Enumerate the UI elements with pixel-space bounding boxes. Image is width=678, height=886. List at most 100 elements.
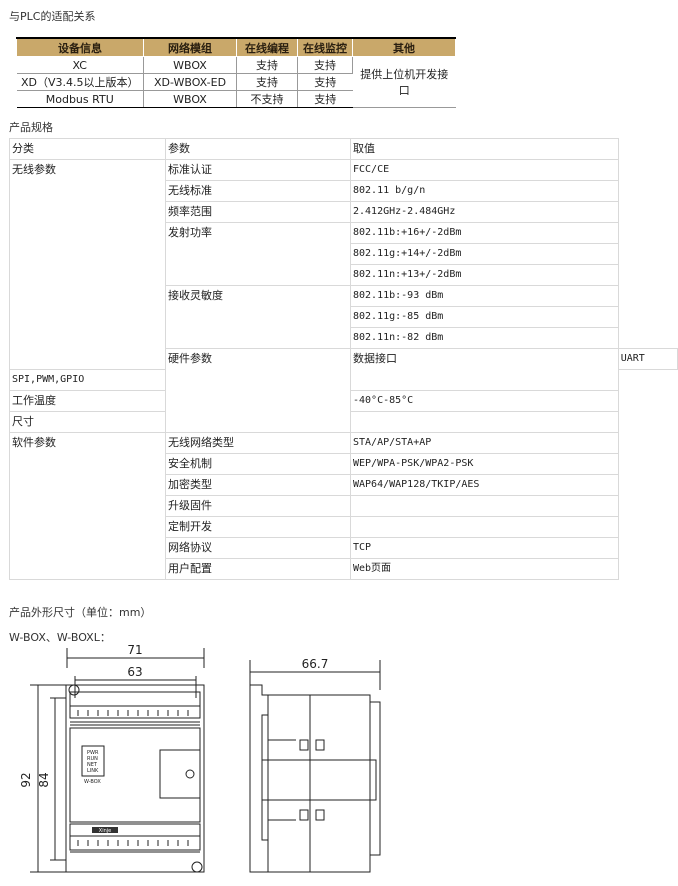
value-cell: STA/AP/STA+AP	[350, 432, 619, 454]
table-row: 工作温度 -40°C-85°C	[9, 390, 678, 412]
compat-header: 设备信息	[16, 37, 144, 57]
param-cell: 标准认证	[165, 159, 351, 181]
table-row: 无线参数 标准认证 FCC/CE	[9, 159, 678, 370]
header-cell: 参数	[165, 138, 351, 160]
port-cover	[159, 749, 201, 799]
cell: 支持	[236, 73, 298, 91]
dim-text-84: 84	[37, 772, 51, 787]
value-cell: -40°C-85°C	[350, 390, 619, 412]
dims-models: W-BOX、W-BOXL：	[9, 631, 111, 644]
compat-header: 在线监控	[297, 37, 353, 57]
dim-text-71: 71	[127, 643, 142, 657]
table-row: 网络协议 TCP	[10, 537, 678, 559]
table-row: 软件参数 无线网络类型 STA/AP/STA+AP	[9, 432, 678, 580]
led-label: PWR	[87, 750, 99, 756]
value-cell: TCP	[350, 537, 619, 559]
value-cell: 802.11n:-82 dBm	[350, 327, 619, 349]
group-cell: 无线参数	[9, 159, 166, 370]
cell: 支持	[297, 73, 353, 91]
param-cell: 数据接口	[350, 348, 619, 391]
table-row: 硬件参数 数据接口 UART	[10, 348, 678, 433]
group-cell: 软件参数	[9, 432, 166, 580]
param-cell: 安全机制	[165, 453, 351, 475]
table-row: 尺寸	[9, 411, 678, 433]
compat-header: 网络模组	[143, 37, 237, 57]
dim-text-92: 92	[19, 772, 33, 787]
param-cell: 加密类型	[165, 474, 351, 496]
value-cell: 802.11b:+16+/-2dBm	[350, 222, 619, 244]
cell: 不支持	[236, 90, 298, 108]
mount-hole	[68, 684, 80, 696]
value-cell	[350, 516, 619, 538]
table-row: 用户配置 Web页面	[10, 558, 678, 580]
table-row: XD（V3.4.5以上版本） XD-WBOX-ED 支持 支持	[16, 73, 456, 91]
param-cell: 定制开发	[165, 516, 351, 538]
cell: 支持	[236, 56, 298, 74]
value-cell: FCC/CE	[350, 159, 619, 181]
table-row: XC WBOX 支持 支持 提供上位机开发接口	[16, 56, 456, 108]
value-cell: 802.11g:-85 dBm	[350, 306, 619, 328]
spec-table: 分类 参数 取值 无线参数 标准认证 FCC/CE 无线标准 802.11 b/…	[9, 138, 678, 580]
spec-title: 产品规格	[9, 121, 53, 134]
header-cell: 取值	[350, 138, 619, 160]
cell: WBOX	[143, 90, 237, 108]
table-row: 发射功率 802.11b:+16+/-2dBm	[10, 222, 678, 286]
param-cell: 发射功率	[165, 222, 351, 286]
cell: XC	[16, 56, 144, 74]
cell: WBOX	[143, 56, 237, 74]
side-din-clip	[249, 684, 269, 873]
value-cell	[350, 411, 619, 433]
param-cell: 网络协议	[165, 537, 351, 559]
dims-title: 产品外形尺寸（单位：mm）	[9, 606, 152, 619]
cell: 支持	[297, 56, 353, 74]
value-cell: 2.412GHz-2.484GHz	[350, 201, 619, 223]
dim-text-66-7: 66.7	[302, 657, 329, 671]
side-port	[261, 759, 377, 801]
compat-table: 设备信息 网络模组 在线编程 在线监控 其他 XC WBOX 支持 支持 提供上…	[16, 37, 456, 108]
value-cell: WAP64/WAP128/TKIP/AES	[350, 474, 619, 496]
param-cell: 尺寸	[9, 411, 166, 433]
param-cell: 用户配置	[165, 558, 351, 580]
value-cell: 802.11g:+14+/-2dBm	[350, 243, 619, 265]
compat-header: 在线编程	[236, 37, 298, 57]
value-cell: 802.11 b/g/n	[350, 180, 619, 202]
value-cell: UART	[617, 348, 678, 370]
front-body	[65, 684, 205, 873]
brand-plate	[92, 827, 118, 833]
header-cell: 分类	[9, 138, 166, 160]
mount-hole	[191, 861, 203, 873]
dimension-drawing: Xinje PWR RUN NET LINK W-BOX 71 63 92 84…	[19, 643, 381, 873]
group-cell: 硬件参数	[165, 348, 351, 433]
param-cell: 无线网络类型	[165, 432, 351, 454]
table-row: 定制开发	[10, 516, 678, 538]
table-row: 升级固件	[10, 495, 678, 517]
param-cell: 升级固件	[165, 495, 351, 517]
value-cell: SPI,PWM,GPIO	[9, 369, 166, 391]
param-cell: 无线标准	[165, 180, 351, 202]
value-cell	[350, 495, 619, 517]
led-block	[81, 745, 105, 777]
side-body	[267, 694, 381, 873]
param-cell: 接收灵敏度	[165, 285, 351, 349]
value-cell: Web页面	[350, 558, 619, 580]
table-row: Modbus RTU WBOX 不支持 支持	[16, 90, 456, 108]
model-label: W-BOX	[84, 779, 101, 785]
table-header-row: 分类 参数 取值	[9, 138, 678, 160]
value-cell: WEP/WPA-PSK/WPA2-PSK	[350, 453, 619, 475]
top-terminal-block	[69, 691, 201, 719]
terminal-ticks	[77, 710, 189, 846]
led-label: RUN	[87, 756, 98, 762]
led-label: NET	[87, 762, 98, 768]
cell-other: 提供上位机开发接口	[352, 56, 456, 108]
cell: XD（V3.4.5以上版本）	[16, 73, 144, 91]
value-cell: 802.11n:+13+/-2dBm	[350, 264, 619, 286]
compat-header: 其他	[352, 37, 456, 57]
table-row: 无线标准 802.11 b/g/n	[10, 180, 678, 202]
led-label: LINK	[87, 768, 99, 774]
param-cell: 频率范围	[165, 201, 351, 223]
cell: Modbus RTU	[16, 90, 144, 108]
dim-text-63: 63	[127, 665, 142, 679]
cell: 支持	[297, 90, 353, 108]
brand-label: Xinje	[99, 828, 111, 834]
compat-title: 与PLC的适配关系	[9, 10, 96, 23]
